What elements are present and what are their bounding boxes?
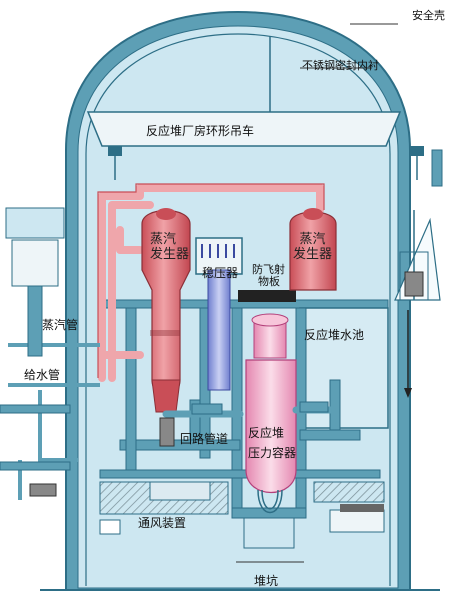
ventilation-units — [99, 481, 385, 535]
reactor-cavity — [243, 517, 295, 549]
label-sg-left-line2: 发生器 — [150, 247, 190, 262]
label-containment: 安全壳 — [412, 9, 445, 22]
label-steel-liner: 不锈钢密封内衬 — [302, 59, 379, 72]
label-loop-pipe: 回路管道 — [180, 432, 229, 446]
steam-generator-left — [141, 208, 191, 413]
label-steam-pipe: 蒸汽管 — [42, 318, 79, 332]
label-missile-line1: 防飞射 — [252, 263, 285, 276]
polar-crane — [86, 111, 424, 180]
label-missile-line2: 物板 — [258, 275, 280, 288]
label-pressure-vessel: 反应堆 压力容器 — [248, 426, 296, 460]
label-reactor-pool: 反应堆水池 — [304, 328, 365, 342]
missile-shield — [238, 290, 296, 302]
label-missile-shield: 防飞射 物板 — [252, 264, 285, 288]
external-steam-unit — [0, 207, 71, 497]
label-vessel-line2: 压力容器 — [248, 446, 297, 460]
label-steam-generator-left: 蒸汽 发生器 — [150, 232, 189, 262]
primary-loop-pipes — [98, 184, 324, 382]
label-sg-left-line1: 蒸汽 — [150, 232, 177, 247]
label-sg-right-line2: 发生器 — [293, 247, 333, 262]
label-ventilation: 通风装置 — [138, 516, 187, 530]
label-sg-right-line1: 蒸汽 — [299, 232, 326, 247]
label-cavity: 堆坑 — [254, 574, 279, 588]
steam-generator-right — [289, 208, 337, 291]
ground — [0, 588, 469, 605]
pressurizer — [195, 237, 243, 391]
label-vessel-line1: 反应堆 — [248, 426, 285, 440]
label-crane: 反应堆厂房环形吊车 — [146, 124, 255, 138]
reactor-pressure-vessel — [245, 313, 297, 514]
fuel-handling-machine — [394, 210, 441, 301]
label-steam-generator-right: 蒸汽 发生器 — [293, 232, 332, 262]
label-pressurizer: 稳压器 — [202, 266, 239, 280]
label-feed-pipe: 给水管 — [24, 368, 61, 382]
steel-liner — [85, 33, 391, 586]
